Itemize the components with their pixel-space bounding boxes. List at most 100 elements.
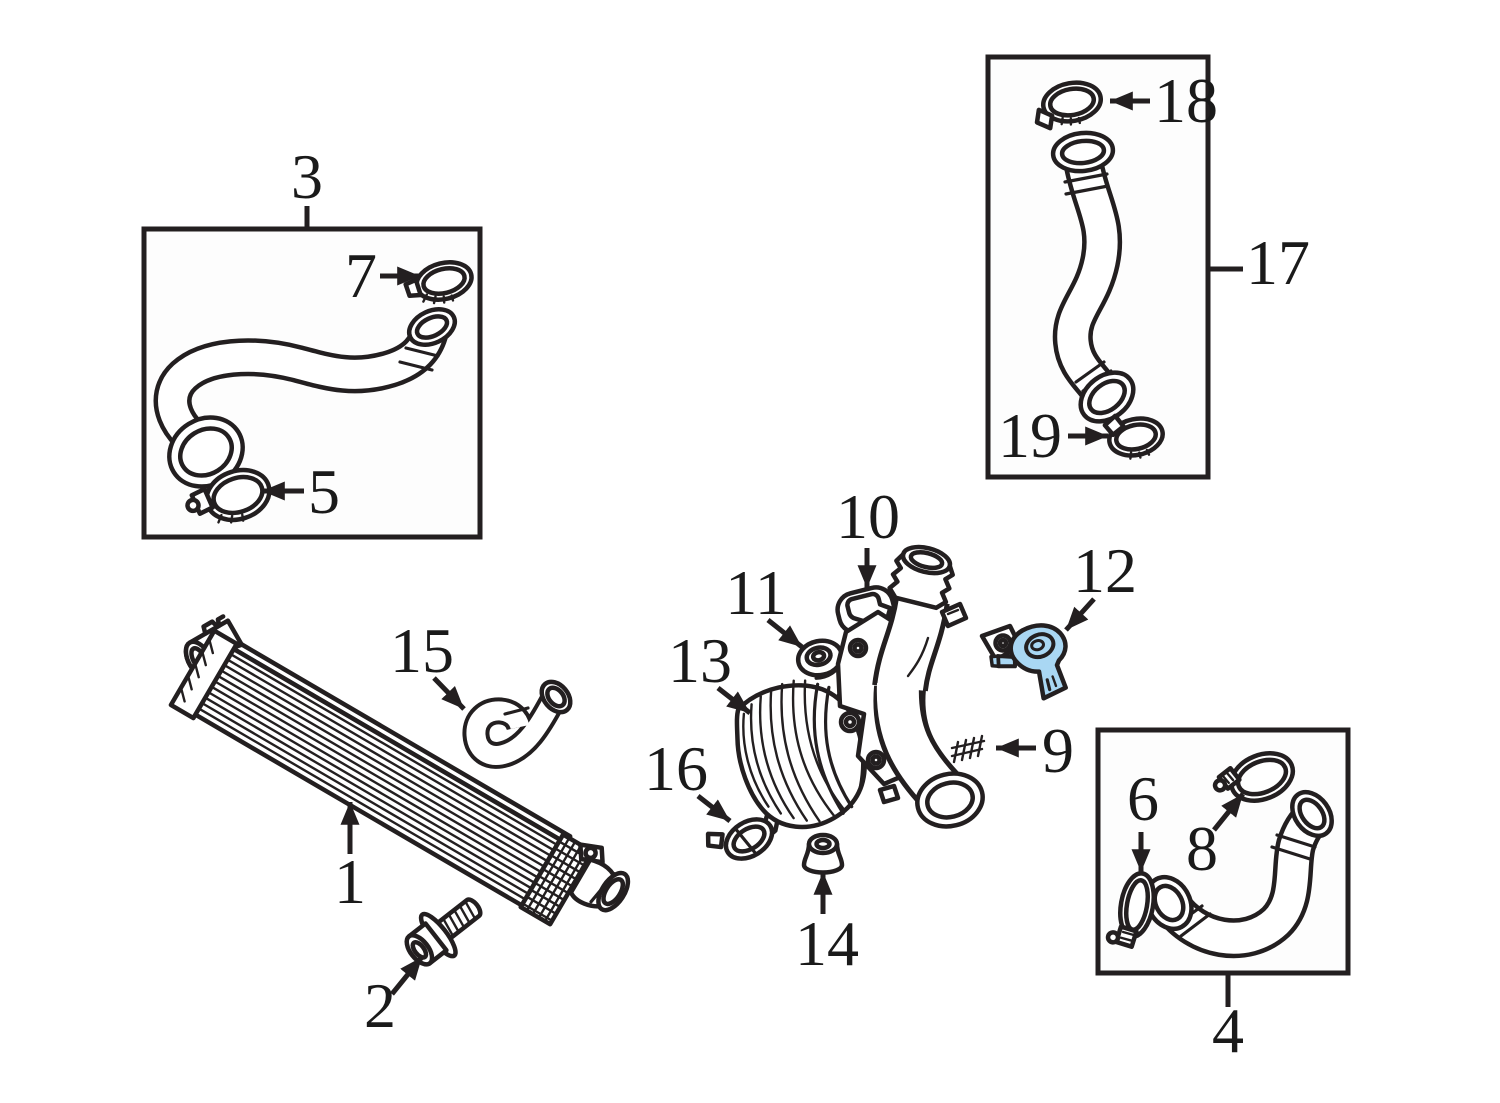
callout-13-label: 13: [668, 625, 732, 696]
hose-cuff-ridge: [404, 346, 440, 358]
clamp-8: [1212, 751, 1296, 803]
hose-collar: [503, 706, 530, 716]
callout-5-label: 5: [308, 456, 340, 527]
clamp-6: [1105, 871, 1156, 949]
callout-8-arrow: [1212, 792, 1245, 832]
clamp-tick: [450, 294, 455, 302]
callout-11-label: 11: [725, 557, 787, 628]
resonator-13: [734, 679, 867, 836]
hose-body: [158, 326, 445, 463]
callout-2-arrow: [390, 955, 424, 996]
callout-6-label: 6: [1127, 763, 1159, 834]
box-3-group: 3 7: [141, 141, 483, 540]
clamp-tick: [442, 295, 446, 304]
clamp-screw-head: [1212, 778, 1228, 793]
grommet-14: [801, 832, 845, 875]
stub-ridges: [201, 614, 226, 636]
sensor-nipple-tip: [989, 654, 1001, 668]
clamp-tick: [241, 513, 245, 522]
hose-top-bore: [1059, 138, 1107, 166]
clamp-band-inner: [1235, 757, 1289, 797]
core-fins: [197, 652, 557, 900]
clamp-tick: [1069, 117, 1073, 126]
hose-end-opening: [178, 426, 234, 478]
bolt-threads: [441, 900, 477, 938]
callout-9-label: 9: [1042, 715, 1074, 786]
hose-turbo-outlet: [1050, 130, 1136, 424]
clamp-tick: [1138, 451, 1142, 459]
callout-12-label: 12: [1073, 535, 1137, 606]
callout-15-arrow: [432, 676, 466, 711]
outlet-bore: [601, 877, 626, 907]
intercooler-core: [168, 628, 631, 927]
clamp-19: [1102, 413, 1165, 460]
mount-tab-hole: [583, 845, 598, 861]
bracket-boss-hole: [852, 642, 864, 654]
hose-end-bore: [1152, 883, 1186, 923]
hose-bore: [545, 685, 567, 709]
sensor-tab-line: [1051, 675, 1058, 688]
callout-17-label: 17: [1246, 227, 1310, 298]
pipe-outlet-bore: [925, 780, 975, 820]
charge-pipe-9: [835, 544, 1023, 829]
hose-15: [462, 679, 573, 769]
clamp-tick: [1060, 116, 1064, 126]
hose-cuff-ridge: [1179, 912, 1212, 938]
callout-19-label: 19: [998, 400, 1062, 471]
hose-cuff-ridge: [398, 360, 434, 372]
intercooler-group: 1 2 15: [168, 614, 631, 1041]
clamp-tick: [1077, 116, 1081, 125]
callout-15-label: 15: [390, 615, 454, 686]
hose-lower: [1144, 789, 1334, 959]
hose-body: [1159, 805, 1324, 954]
pipe-tab: [877, 783, 901, 805]
clamp-band-inner: [211, 474, 265, 516]
hose-end-opening: [1087, 378, 1127, 416]
hose-cuff-ridge: [1270, 845, 1312, 861]
callout-11-arrow: [766, 618, 804, 649]
clip-16: [705, 817, 775, 861]
hose-cuff-ridge: [1063, 172, 1109, 184]
callout-10-label: 10: [836, 481, 900, 552]
grommet-hole: [814, 837, 832, 851]
left-tank-hatching: [179, 638, 215, 703]
sensor-boss: [1024, 632, 1056, 660]
bolt-2: [404, 897, 483, 967]
box-4-group: 4 6: [1095, 727, 1351, 1066]
clamp-screw: [1034, 107, 1055, 131]
callout-12-arrow: [1064, 597, 1096, 632]
sensor-tab-line: [1045, 678, 1052, 692]
callout-2-label: 2: [364, 970, 396, 1041]
bracket-boss-hole: [870, 754, 882, 766]
pipe-sensor-pad-line: [946, 608, 960, 616]
clamp-tick: [217, 513, 223, 524]
clamp-18: [1034, 80, 1103, 131]
resonator-ribs: [742, 679, 846, 823]
callout-13-arrow: [716, 686, 752, 715]
pipe-crease: [906, 636, 930, 678]
clamp-tick: [229, 514, 234, 524]
clip-ring-inner: [731, 824, 767, 854]
sensor-12: [989, 623, 1068, 701]
resonator-strap-edge: [812, 682, 845, 815]
callout-1-label: 1: [334, 846, 366, 917]
hose-body: [1057, 162, 1118, 399]
clip-tab: [705, 831, 725, 850]
pipe-hatch-detail: [950, 734, 986, 764]
clamp-tick: [1145, 448, 1151, 456]
box-17-group: 17 18: [985, 54, 1310, 480]
left-end-tank: [168, 628, 240, 721]
pipe-corrugated-inlet: [887, 544, 955, 611]
pipe-sensor-pad: [939, 601, 969, 629]
clamp-tick: [422, 293, 428, 303]
callout-8-label: 8: [1186, 813, 1218, 884]
sensor-boss-hole: [1030, 639, 1046, 652]
clamp-tick: [432, 295, 437, 305]
hose-top-bore: [414, 314, 450, 340]
callout-16-arrow: [696, 794, 732, 823]
clamp-tick: [1129, 451, 1133, 460]
clamp-band-inner: [421, 266, 467, 296]
clamp-band-inner: [1047, 86, 1097, 118]
